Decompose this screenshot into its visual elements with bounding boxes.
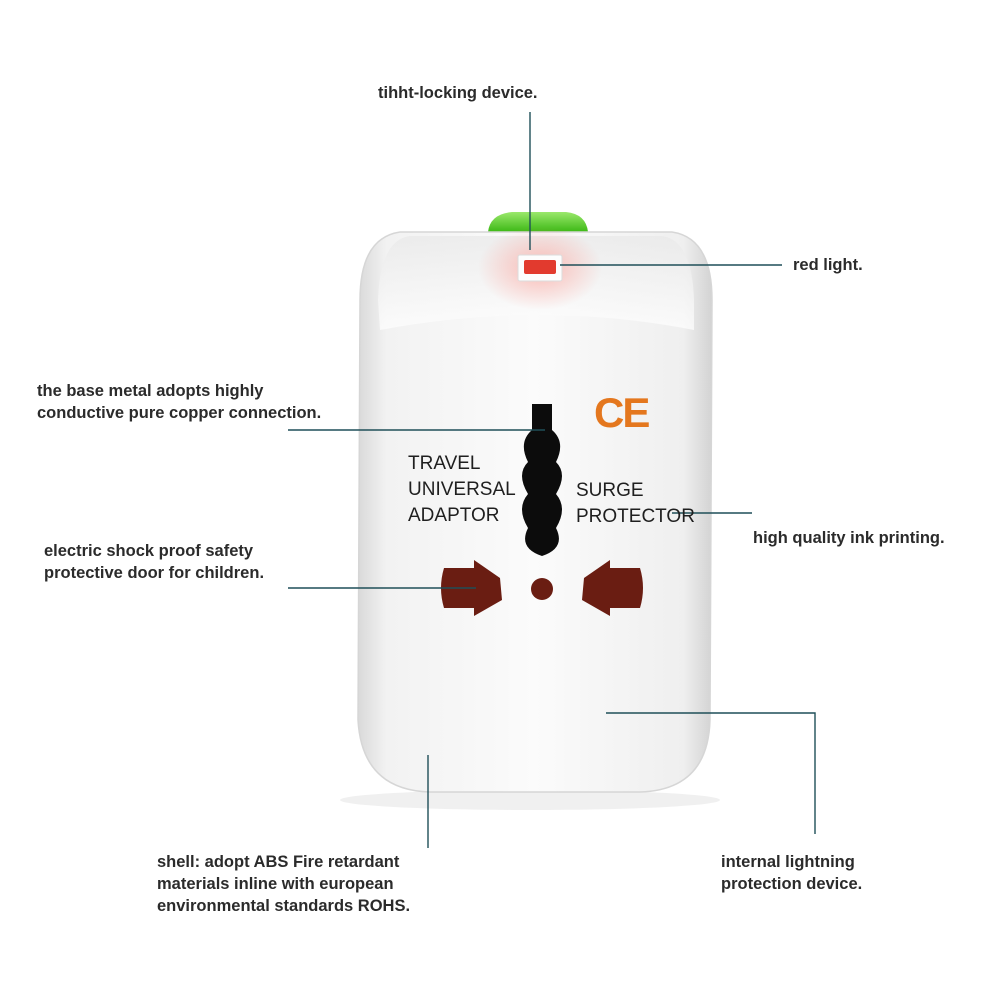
- ground-hole: [531, 578, 553, 600]
- print-line-2: UNIVERSAL: [408, 479, 516, 500]
- print-line-1: TRAVEL: [408, 453, 481, 474]
- callout-copper: the base metal adopts highly conductive …: [37, 380, 321, 424]
- callout-red-light: red light.: [793, 254, 863, 276]
- callout-red-light-text: red light.: [793, 256, 863, 274]
- callout-ink-printing-text: high quality ink printing.: [753, 529, 945, 547]
- callout-ink-printing: high quality ink printing.: [753, 527, 945, 549]
- callout-locking-device-text: tihht-locking device.: [378, 84, 538, 102]
- release-button: [488, 212, 588, 232]
- callout-shell-line-1: shell: adopt ABS Fire retardant: [157, 853, 400, 871]
- print-line-3: ADAPTOR: [408, 505, 500, 526]
- callout-locking-device: tihht-locking device.: [378, 82, 538, 104]
- ce-mark: CE: [594, 389, 650, 436]
- callout-copper-line-2: conductive pure copper connection.: [37, 404, 322, 422]
- right-socket-hole: [582, 560, 643, 616]
- callout-safety-door-line-2: protective door for children.: [44, 564, 265, 582]
- print-travel-universal-adaptor: TRAVEL UNIVERSAL ADAPTOR: [408, 451, 516, 529]
- callout-copper-line-1: the base metal adopts highly: [37, 382, 264, 400]
- print-surge-protector: SURGE PROTECTOR: [576, 478, 695, 530]
- print-line-5: PROTECTOR: [576, 506, 695, 527]
- callout-safety-door-line-1: electric shock proof safety: [44, 542, 254, 560]
- callout-safety-door: electric shock proof safety protective d…: [44, 540, 264, 584]
- callout-lightning: internal lightning protection device.: [721, 851, 862, 895]
- red-light-indicator: [524, 260, 556, 274]
- callout-lightning-line-2: protection device.: [721, 875, 863, 893]
- leader-lightning: [606, 712, 816, 834]
- callout-shell: shell: adopt ABS Fire retardant material…: [157, 851, 410, 917]
- center-slot: [522, 404, 562, 556]
- device-shadow: [340, 790, 720, 810]
- callout-leaders: [288, 112, 816, 848]
- print-line-4: SURGE: [576, 480, 644, 501]
- callout-shell-line-2: materials inline with european: [157, 875, 394, 893]
- callout-shell-line-3: environmental standards ROHS.: [157, 897, 411, 915]
- callout-lightning-line-1: internal lightning: [721, 853, 855, 871]
